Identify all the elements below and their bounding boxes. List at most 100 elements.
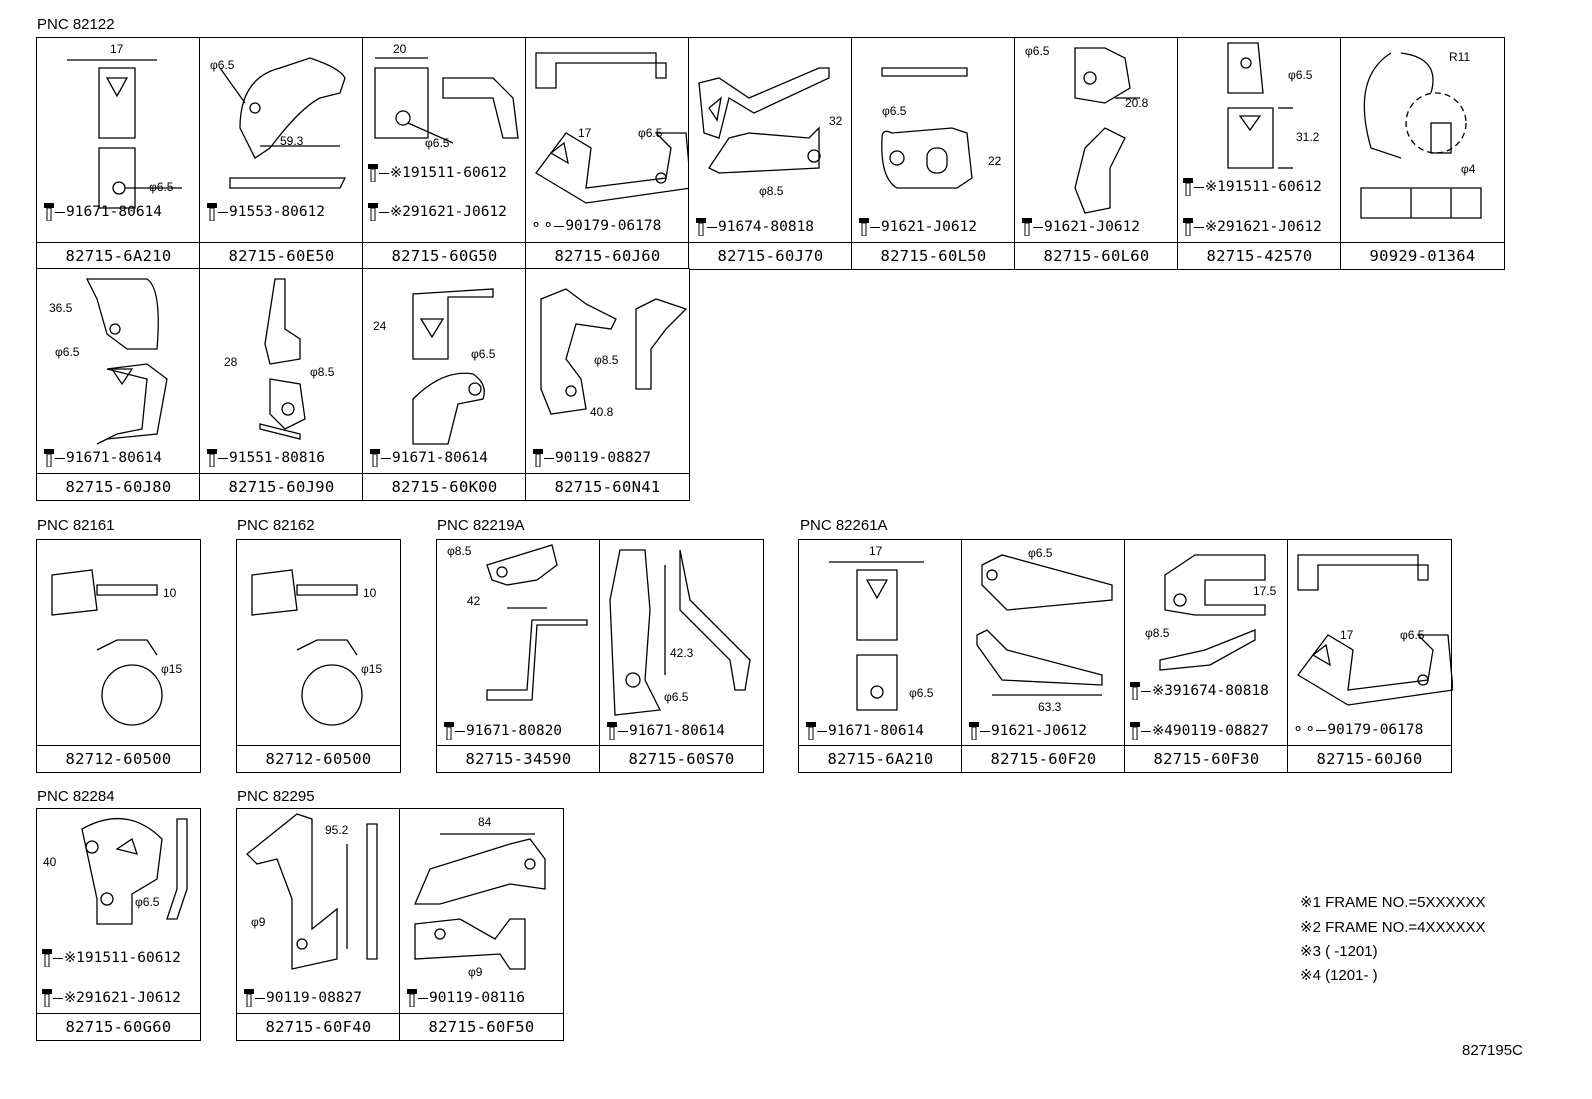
part-cell[interactable]: 95.2 φ9 90119-08827 82715-60F40 [236,808,401,1041]
part-cell[interactable]: φ6.5 20.8 91621-J0612 82715-60L60 [1014,37,1179,270]
leader-line [870,226,880,228]
part-cell[interactable]: 17 φ6.5 ⚬⚬90179-06178 82715-60J60 [1287,539,1453,773]
dimension-label: 20 [393,42,407,56]
part-cell[interactable]: 40 φ6.5 ※191511-60612 ※291621-J0612 8271… [36,808,201,1041]
dimension-label: φ15 [161,662,183,676]
bracket-drawing [1159,554,1266,671]
bolt-icon [968,722,980,741]
part-cell[interactable]: 42.3 φ6.5 91671-80614 82715-60S70 [599,539,764,773]
part-number: 82715-6A210 [37,242,200,269]
bolt-callout: 91621-J0612 [1021,218,1140,237]
part-cell[interactable]: 32 φ8.5 91674-80818 82715-60J70 [688,37,853,270]
part-number: 82715-60J70 [689,242,852,269]
leader-line [381,457,391,459]
bolt-part-number: ※191511-60612 [64,950,181,966]
leader-line [1316,729,1327,731]
part-cell[interactable]: φ6.5 31.2 ※191511-60612 ※291621-J0612 82… [1177,37,1342,270]
part-cell[interactable]: φ6.5 59.3 91553-80612 82715-60E50 [199,37,364,270]
leader-line [554,225,565,227]
part-number: 82712-60500 [37,745,200,772]
dimension-label: φ6.5 [1028,546,1053,560]
bracket-drawing [259,278,306,440]
dimension-label: 17 [869,544,883,558]
leader-line [1194,186,1204,188]
dimension-label: 40.8 [590,405,614,419]
dimension-label: 17.5 [1253,584,1277,598]
leader-line [218,457,228,459]
bolt-part-number: 91674-80818 [718,219,815,235]
part-number: 82715-60F20 [962,745,1125,772]
dimension-label: φ8.5 [447,544,472,558]
bolt-callout: 91674-80818 [695,218,815,237]
part-cell[interactable]: φ6.5 63.3 91621-J0612 82715-60F20 [961,539,1126,773]
part-number: 82715-60F50 [400,1013,563,1040]
figure-code: 827195C [1462,1042,1523,1059]
bolt-part-number: 91671-80614 [66,450,163,466]
dimension-label: 17 [110,42,124,56]
bolt-icon [41,989,53,1008]
bolt-callout: ⚬⚬90179-06178 [530,218,661,234]
part-number: 82715-60G60 [37,1013,200,1040]
bolt-part-number: 91671-80614 [66,204,163,220]
dimension-label: 28 [224,355,238,369]
pnc-label-82284: PNC 82284 [37,788,115,805]
bolt-part-number: 91621-J0612 [991,723,1088,739]
bolt-callout: 91671-80820 [443,722,562,741]
bolt-callout: 91671-80614 [369,449,488,468]
part-cell[interactable]: 17 φ6.5 91671-80614 82715-6A210 [36,37,201,270]
part-cell[interactable]: 17.5 φ8.5 ※391674-80818 ※490119-08827 82… [1124,539,1289,773]
part-cell[interactable]: 17 φ6.5 91671-80614 82715-6A210 [798,539,963,773]
bolt-icon [443,722,455,741]
part-number: 82715-60L60 [1015,242,1178,269]
part-cell[interactable]: φ8.5 42 91671-80820 82715-34590 [436,539,601,773]
bolt-icon [1182,178,1194,197]
part-cell[interactable]: 36.5 φ6.5 91671-80614 82715-60J80 [36,268,201,501]
part-cell[interactable]: 10 φ15 82712-60500 [236,539,401,773]
bolt-part-number: ※490119-08827 [1152,723,1269,739]
part-cell[interactable]: 10 φ15 82712-60500 [36,539,201,773]
leader-line [455,730,465,732]
frame-note: ※1 FRAME NO.=5XXXXXX [1300,894,1486,911]
part-number: 82715-60E50 [200,242,363,269]
dimension-label: φ6.5 [638,126,663,140]
dimension-label: 24 [373,319,387,333]
bracket-drawing [67,59,182,209]
leader-line [817,730,827,732]
dimension-label: 20.8 [1125,96,1149,110]
part-cell[interactable]: 24 φ6.5 91671-80614 82715-60K00 [362,268,527,501]
part-cell[interactable]: φ8.5 40.8 90119-08827 82715-60N41 [525,268,690,501]
bracket-drawing [881,67,973,189]
bolt-icon [858,218,870,237]
part-number: 82715-60J60 [526,242,689,269]
bolt-icon [695,218,707,237]
leader-line [55,211,65,213]
part-cell[interactable]: R11 φ4 90929-01364 [1340,37,1505,270]
frame-note: ※2 FRAME NO.=4XXXXXX [1300,919,1486,936]
dimension-label: φ6.5 [664,690,689,704]
bolt-callout: 90119-08116 [406,989,525,1008]
bolt-icon [367,164,379,183]
dimension-label: 17 [1340,628,1354,642]
dimension-label: 63.3 [1038,700,1062,714]
dimension-label: R11 [1449,50,1471,64]
dimension-label: φ6.5 [909,686,934,700]
part-number: 82715-60K00 [363,473,526,500]
bolt-part-number: 91621-J0612 [881,219,978,235]
bolt-part-number: ※191511-60612 [1205,179,1322,195]
leader-line [218,211,228,213]
part-cell[interactable]: 20 φ6.5 ※191511-60612 ※291621-J0612 8271… [362,37,527,270]
bracket-drawing [246,813,378,970]
dimension-label: 10 [163,586,177,600]
bracket-drawing [486,544,588,701]
part-number: 82715-34590 [437,745,600,772]
part-cell[interactable]: 84 φ9 90119-08116 82715-60F50 [399,808,564,1041]
part-cell[interactable]: 28 φ8.5 91551-80816 82715-60J90 [199,268,364,501]
dimension-label: 95.2 [325,823,349,837]
bolt-part-number: 90179-06178 [565,218,662,234]
bracket-drawing [535,52,691,204]
part-cell[interactable]: 17 φ6.5 ⚬⚬90179-06178 82715-60J60 [525,37,691,270]
dimension-label: 84 [478,815,492,829]
bolt-icon [206,203,218,222]
part-cell[interactable]: φ6.5 22 91621-J0612 82715-60L50 [851,37,1016,270]
bolt-part-number: ※291621-J0612 [64,990,181,1006]
